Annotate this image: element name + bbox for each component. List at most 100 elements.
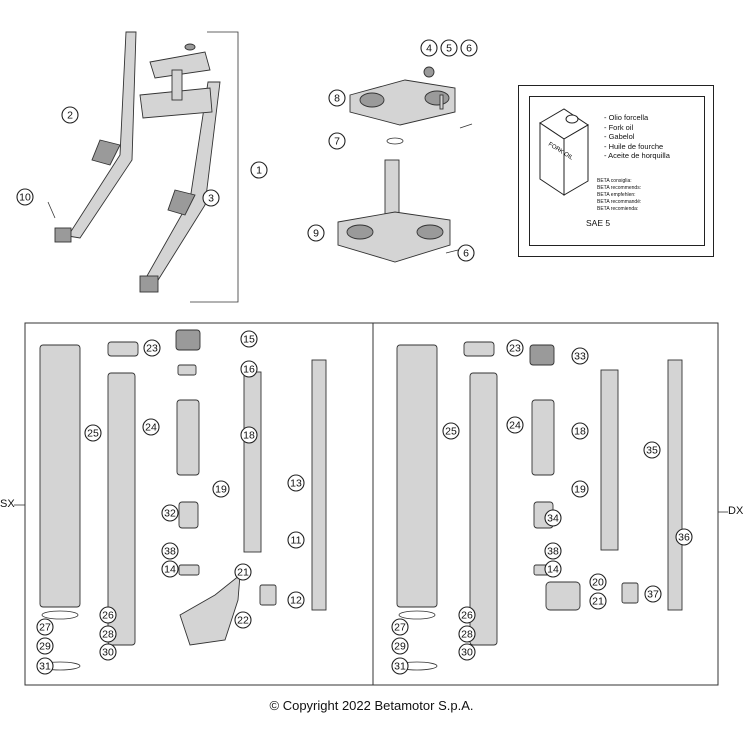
callout-number: 15	[243, 334, 255, 346]
callout-circle	[506, 416, 524, 434]
callout-number: 2	[67, 110, 73, 122]
part-callout[interactable]: 26	[99, 606, 117, 624]
callout-number: 28	[102, 629, 114, 641]
part-callout[interactable]: 8	[328, 89, 346, 107]
part-callout[interactable]: 2	[61, 106, 79, 124]
callout-circle	[458, 625, 476, 643]
callout-circle	[458, 643, 476, 661]
part-callout[interactable]: 10	[16, 188, 34, 206]
callout-number: 10	[19, 192, 31, 204]
callout-number: 9	[313, 228, 319, 240]
callout-circle	[287, 591, 305, 609]
part-callout[interactable]: 24	[142, 418, 160, 436]
callout-number: 38	[164, 546, 176, 558]
part-callout[interactable]: 27	[36, 618, 54, 636]
callout-circle	[571, 480, 589, 498]
part-callout[interactable]: 6	[457, 244, 475, 262]
part-callout[interactable]: 19	[212, 480, 230, 498]
part-callout[interactable]: 5	[440, 39, 458, 57]
callout-circle	[643, 441, 661, 459]
part-callout[interactable]: 35	[643, 441, 661, 459]
part-callout[interactable]: 1	[250, 161, 268, 179]
callout-circle	[571, 422, 589, 440]
callout-number: 27	[39, 622, 51, 634]
part-callout[interactable]: 32	[161, 504, 179, 522]
callout-circle	[571, 347, 589, 365]
callout-circle	[675, 528, 693, 546]
oil-name: - Gabelol	[604, 132, 635, 141]
part-callout[interactable]: 23	[143, 339, 161, 357]
part-callout[interactable]: 16	[240, 360, 258, 378]
callout-number: 38	[547, 546, 559, 558]
part-callout[interactable]: 18	[571, 422, 589, 440]
callout-circle	[544, 560, 562, 578]
callout-circle	[142, 418, 160, 436]
part-callout[interactable]: 34	[544, 509, 562, 527]
part-callout[interactable]: 13	[287, 474, 305, 492]
part-callout[interactable]: 22	[234, 611, 252, 629]
part-callout[interactable]: 37	[644, 585, 662, 603]
part-callout[interactable]: 38	[544, 542, 562, 560]
part-callout[interactable]: 14	[161, 560, 179, 578]
callout-number: 18	[243, 430, 255, 442]
callout-circle	[460, 39, 478, 57]
callout-number: 1	[256, 165, 262, 177]
part-callout[interactable]: 6	[460, 39, 478, 57]
part-callout[interactable]: 28	[458, 625, 476, 643]
callout-number: 14	[547, 564, 559, 576]
part-callout[interactable]: 20	[589, 573, 607, 591]
callout-circle	[442, 422, 460, 440]
part-callout[interactable]: 21	[234, 563, 252, 581]
part-callout[interactable]: 15	[240, 330, 258, 348]
oil-recommend: BETA recomienda:	[597, 206, 639, 212]
part-callout[interactable]: 19	[571, 480, 589, 498]
part-callout[interactable]: 23	[506, 339, 524, 357]
part-callout[interactable]: 30	[458, 643, 476, 661]
part-callout[interactable]: 12	[287, 591, 305, 609]
part-callout[interactable]: 27	[391, 618, 409, 636]
callout-number: 30	[102, 647, 114, 659]
part-callout[interactable]: 25	[84, 424, 102, 442]
part-callout[interactable]: 18	[240, 426, 258, 444]
oil-name: - Fork oil	[604, 122, 634, 132]
callout-number: 5	[446, 43, 452, 55]
part-callout[interactable]: 25	[442, 422, 460, 440]
callout-number: 4	[426, 43, 432, 55]
callout-number: 18	[574, 426, 586, 438]
part-callout[interactable]: 21	[589, 592, 607, 610]
callout-number: 29	[39, 641, 51, 653]
part-callout[interactable]: 3	[202, 189, 220, 207]
callout-circle	[544, 509, 562, 527]
part-callout[interactable]: 11	[287, 531, 305, 549]
callout-number: 25	[445, 426, 457, 438]
part-callout[interactable]: 29	[36, 637, 54, 655]
part-callout[interactable]: 4	[420, 39, 438, 57]
part-callout[interactable]: 26	[458, 606, 476, 624]
part-callout[interactable]: 7	[328, 132, 346, 150]
part-callout[interactable]: 28	[99, 625, 117, 643]
callout-circle	[328, 89, 346, 107]
callout-circle	[99, 606, 117, 624]
callout-circle	[589, 573, 607, 591]
callout-circle	[61, 106, 79, 124]
part-callout[interactable]: 24	[506, 416, 524, 434]
callout-circle	[143, 339, 161, 357]
callout-circle	[84, 424, 102, 442]
callout-circle	[36, 657, 54, 675]
callout-circle	[544, 542, 562, 560]
part-callout[interactable]: 30	[99, 643, 117, 661]
part-callout[interactable]: 36	[675, 528, 693, 546]
part-callout[interactable]: 31	[391, 657, 409, 675]
part-callout[interactable]: 14	[544, 560, 562, 578]
part-callout[interactable]: 31	[36, 657, 54, 675]
callout-number: 33	[574, 351, 586, 363]
callout-circle	[36, 618, 54, 636]
part-callout[interactable]: 38	[161, 542, 179, 560]
part-callout[interactable]: 9	[307, 224, 325, 242]
part-callout[interactable]: 33	[571, 347, 589, 365]
callout-number: 23	[146, 343, 158, 355]
part-callout[interactable]: 29	[391, 637, 409, 655]
callout-number: 19	[215, 484, 227, 496]
callout-number: 16	[243, 364, 255, 376]
callout-number: 26	[102, 610, 114, 622]
